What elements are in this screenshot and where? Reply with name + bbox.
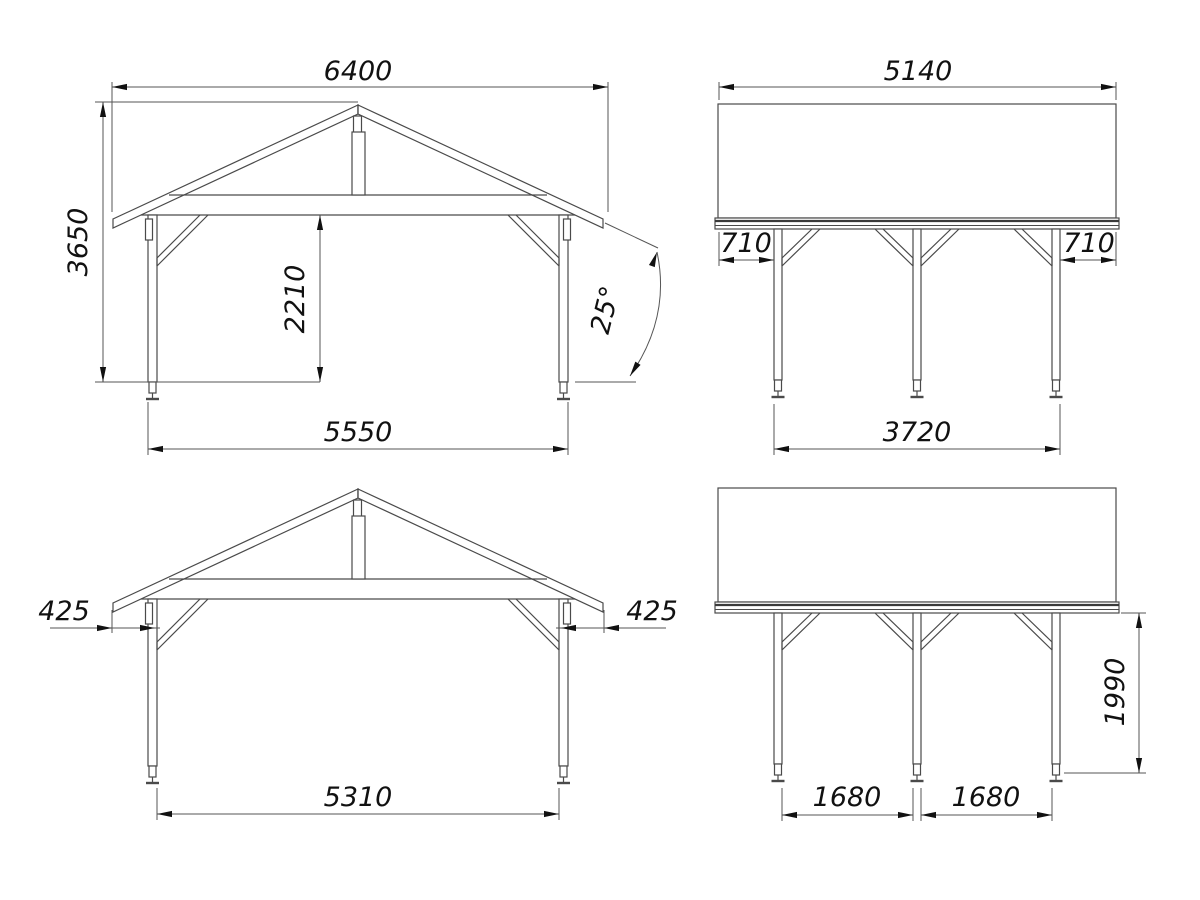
dim-total-width: 6400 xyxy=(111,56,609,212)
dim-label-clear-height: 2210 xyxy=(280,265,311,334)
front-view-bottom xyxy=(113,489,603,783)
dim-label-bay-spacing-1: 1680 xyxy=(813,782,882,813)
dim-label-total-height: 3650 xyxy=(63,208,94,277)
dim-overhang-right: 710 xyxy=(1060,228,1117,266)
dim-label-total-width: 6400 xyxy=(324,56,393,87)
dim-label-outer-post-span: 5550 xyxy=(324,417,393,448)
dim-eaves-overhang-right: 425 xyxy=(556,596,678,633)
dim-label-post-clear-height: 1990 xyxy=(1100,658,1131,727)
side-view-bottom xyxy=(715,488,1119,781)
dim-label-side-outer-post-span: 3720 xyxy=(883,417,952,448)
dim-eaves-overhang-left: 425 xyxy=(38,596,160,633)
dim-label-eaves-overhang-right: 425 xyxy=(626,596,678,627)
dim-side-outer-post-span: 3720 xyxy=(773,404,1061,455)
side-view-top xyxy=(715,104,1119,397)
dim-roof-length: 5140 xyxy=(718,56,1117,100)
dim-label-bay-spacing-2: 1680 xyxy=(952,782,1021,813)
dim-label-overhang-right: 710 xyxy=(1063,228,1115,259)
dim-inner-post-span: 5310 xyxy=(156,782,560,820)
dim-bay-spacing-1: 1680 xyxy=(781,782,914,821)
dim-label-eaves-overhang-left: 425 xyxy=(38,596,90,627)
dim-total-height: 3650 xyxy=(63,101,358,383)
dim-outer-post-span: 5550 xyxy=(147,402,569,455)
dim-clear-height: 2210 xyxy=(280,215,324,382)
dim-overhang-left: 710 xyxy=(718,228,774,266)
dim-label-inner-post-span: 5310 xyxy=(324,782,393,813)
dim-label-roof-length: 5140 xyxy=(884,56,953,87)
dim-post-clear-height: 1990 xyxy=(1064,612,1146,774)
dim-label-roof-pitch: 25° xyxy=(585,283,627,337)
front-view-top xyxy=(113,105,603,399)
dim-label-overhang-left: 710 xyxy=(720,228,772,259)
dim-bay-spacing-2: 1680 xyxy=(920,782,1053,821)
dim-roof-pitch: 25° xyxy=(575,222,662,383)
